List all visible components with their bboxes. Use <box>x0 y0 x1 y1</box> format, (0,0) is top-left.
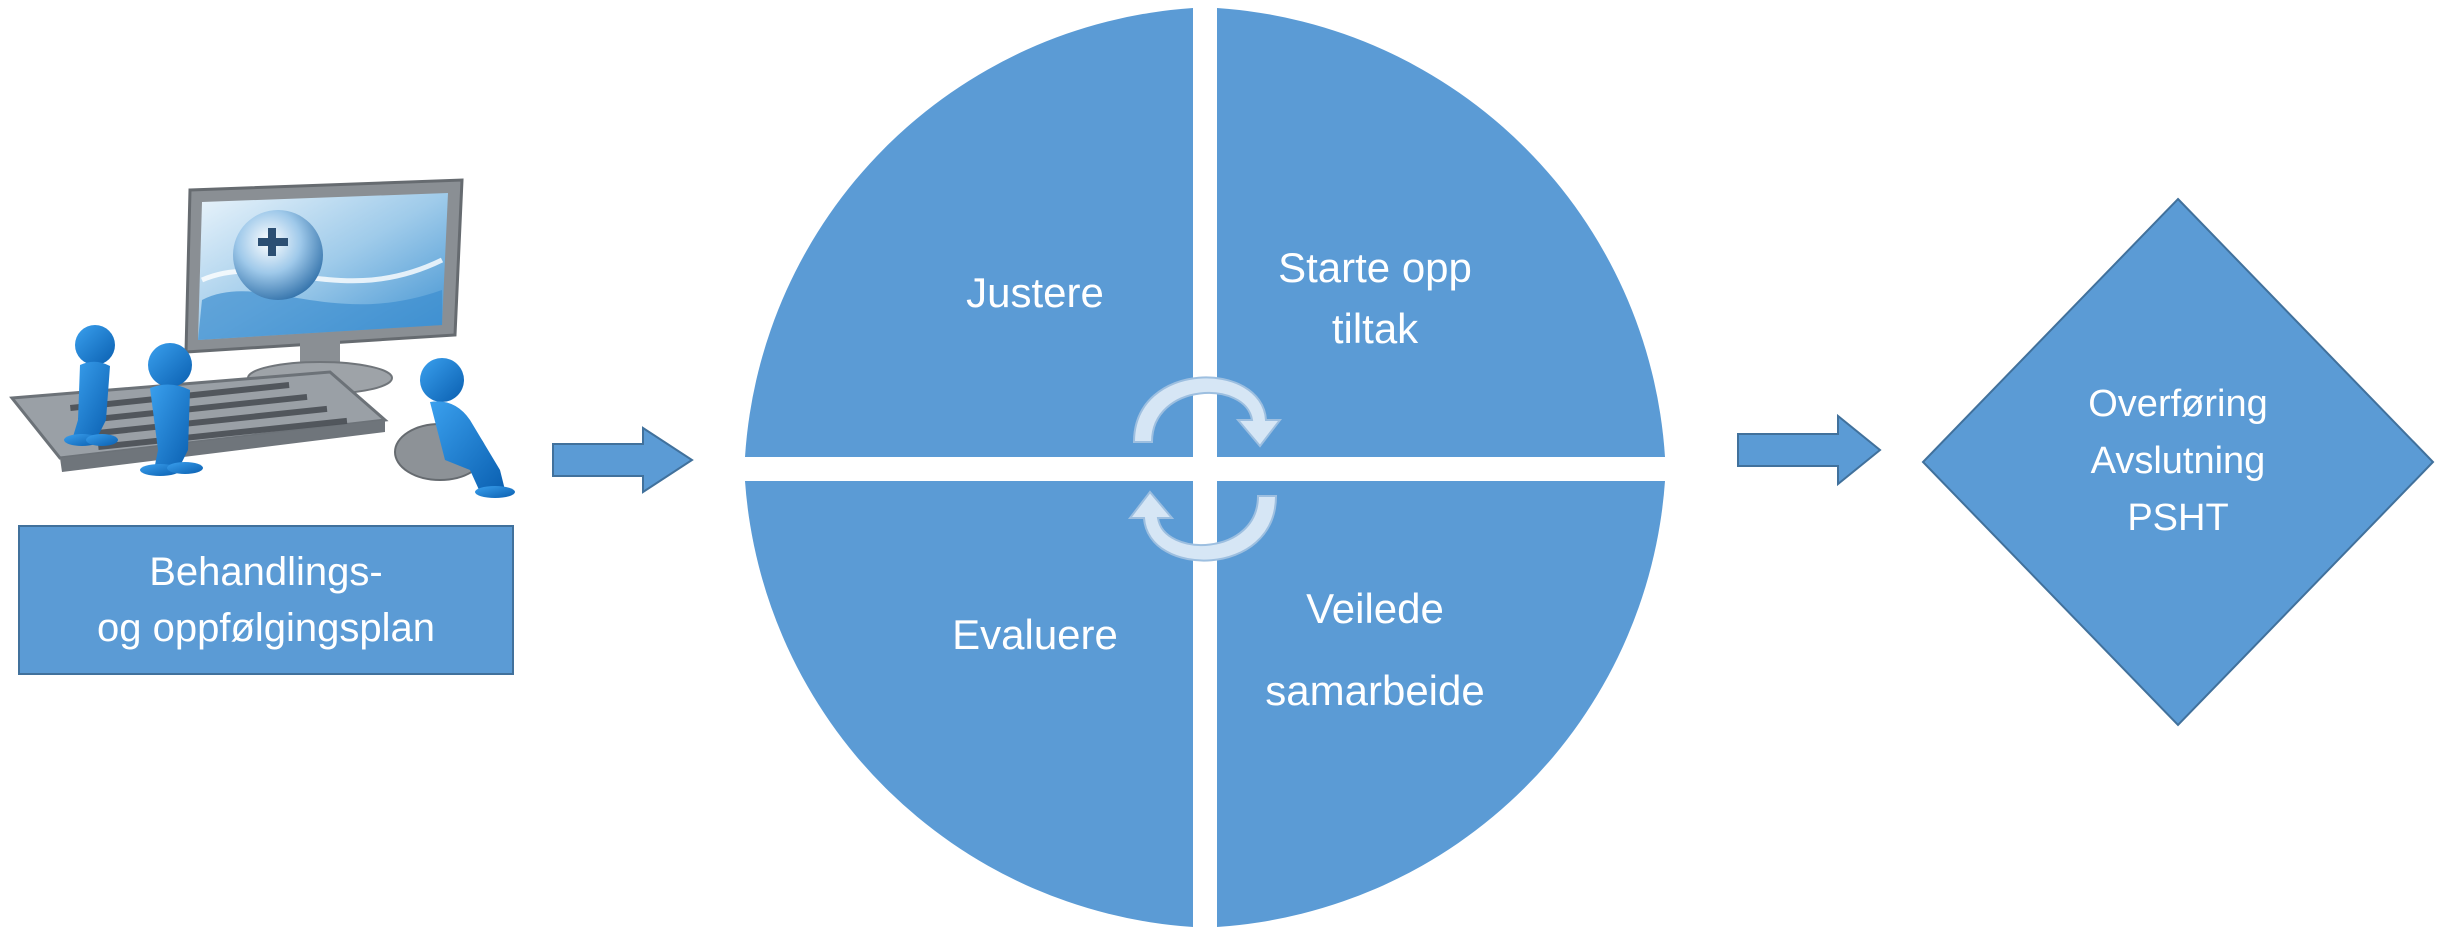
plan-label-line1: Behandlings- <box>149 550 383 594</box>
person-figure-middle <box>140 343 203 476</box>
quadrant-top-left <box>745 8 1193 457</box>
quadrant-bottom-left-label: Evaluere <box>895 610 1175 660</box>
computer-illustration <box>9 178 515 498</box>
arrow-right-2 <box>1737 413 1882 487</box>
label-psht: PSHT <box>2127 497 2229 539</box>
label-evaluere: Evaluere <box>952 611 1118 658</box>
diamond-shape <box>1921 197 2435 727</box>
cycle-arrows-icon <box>1127 376 1283 562</box>
label-avslutning: Avslutning <box>2090 440 2266 482</box>
label-overforing: Overføring <box>2088 383 2268 425</box>
quadrant-top-right-label: Starte opp tiltak <box>1225 238 1525 360</box>
label-veilede: Veilede <box>1306 585 1444 632</box>
cycle-arrow-bottom <box>1127 490 1278 562</box>
quadrant-bottom-right-label: Veilede samarbeide <box>1225 568 1525 732</box>
diamond-label: Overføring Avslutning PSHT <box>2028 376 2328 547</box>
globe-icon <box>233 210 323 300</box>
label-starte-opp: Starte opp <box>1278 244 1472 291</box>
label-justere: Justere <box>966 269 1104 316</box>
cycle-arrow-top <box>1132 376 1283 448</box>
plan-box: Behandlings- og oppfølgingsplan <box>18 525 514 675</box>
arrow-right-1 <box>552 426 694 494</box>
quadrant-bottom-right <box>1217 481 1665 927</box>
plan-label-line2: og oppfølgingsplan <box>96 606 436 650</box>
cycle-circle <box>745 8 1665 927</box>
quadrant-bottom-left <box>745 481 1193 927</box>
label-tiltak: tiltak <box>1331 304 1419 352</box>
person-figure-left <box>64 325 118 446</box>
label-samarbeide: samarbeide <box>1265 666 1485 714</box>
quadrant-top-left-label: Justere <box>895 268 1175 318</box>
quadrant-top-right <box>1217 8 1665 457</box>
person-figure-right <box>420 358 515 498</box>
